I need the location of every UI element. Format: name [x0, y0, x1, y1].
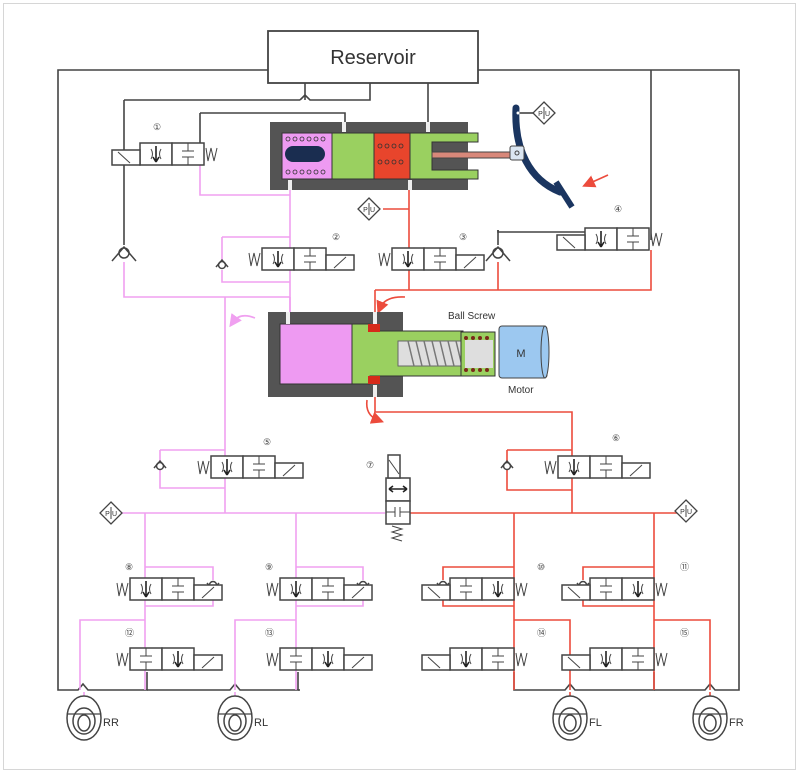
valve-number: ⑩ [537, 562, 545, 572]
solenoid-valves: ① ② ③ ④ ⑤ ⑥ ⑦ ⑧ ⑨ ⑩ ⑪ ⑫ ⑬ ⑭ ⑮ [111, 122, 689, 671]
motor-symbol: M [516, 348, 525, 360]
valve-1: ① [111, 122, 218, 166]
valve-3: ③ [378, 232, 485, 271]
wheel-label: RR [103, 717, 119, 729]
reservoir-label: Reservoir [330, 47, 416, 69]
check-valve-2 [215, 258, 229, 270]
svg-text:U: U [370, 207, 375, 214]
wheel-cylinders: RR RL FL FR [66, 692, 744, 741]
check-valve-right-return [485, 245, 511, 262]
valve-6: ⑥ [544, 433, 651, 479]
pressure-sensor-master: P U [357, 197, 381, 221]
valve-15: ⑮ [561, 628, 689, 671]
svg-text:U: U [687, 509, 692, 516]
ball-screw-label: Ball Screw [448, 311, 496, 322]
wheel-rl: RL [217, 692, 268, 741]
valve-number: ③ [459, 232, 467, 242]
valve-number: ⑫ [125, 628, 134, 638]
wheel-fl: FL [552, 692, 602, 741]
check-valve-left-return [111, 245, 137, 262]
valve-number: ④ [614, 204, 622, 214]
check-valve-5 [153, 459, 167, 471]
master-cylinder [270, 122, 513, 190]
motor-label: Motor [508, 385, 534, 396]
valve-number: ⑬ [265, 628, 274, 638]
circuit-pink [79, 165, 385, 690]
svg-text:P: P [363, 207, 368, 214]
valve-2: ② [248, 232, 355, 271]
valve-number: ② [332, 232, 340, 242]
wheel-label: FL [589, 717, 602, 729]
valve-10: ⑩ [421, 562, 545, 601]
pressure-supply-unit: M Ball Screw Motor [268, 311, 550, 397]
valve-14: ⑭ [421, 628, 546, 671]
brake-pedal [509, 104, 575, 209]
return-lines [57, 69, 740, 691]
svg-text:P: P [680, 509, 685, 516]
valve-9: ⑨ [265, 562, 373, 601]
svg-text:U: U [545, 111, 550, 118]
wheel-label: FR [729, 717, 744, 729]
diagram-frame [3, 3, 796, 770]
svg-text:U: U [112, 511, 117, 518]
valve-5: ⑤ [197, 437, 304, 479]
svg-text:P: P [105, 511, 110, 518]
valve-number: ⑭ [537, 628, 546, 638]
valve-number: ⑪ [680, 562, 689, 572]
valve-7: ⑦ [366, 454, 411, 542]
svg-text:P: P [538, 111, 543, 118]
pressure-sensor-right: P U [674, 499, 698, 523]
wheel-label: RL [254, 717, 268, 729]
valve-number: ⑥ [612, 433, 620, 443]
reservoir: Reservoir [267, 30, 479, 84]
valve-number: ⑨ [265, 562, 273, 572]
pressure-sensor-left: P U [99, 501, 123, 525]
check-valve-6 [500, 459, 514, 471]
valve-number: ⑧ [125, 562, 133, 572]
valve-8: ⑧ [116, 562, 223, 601]
valve-11: ⑪ [561, 562, 689, 601]
valve-4: ④ [556, 204, 663, 251]
valve-number: ⑤ [263, 437, 271, 447]
valve-number: ⑦ [366, 460, 374, 470]
pressure-sensor-pedal: P U [532, 101, 556, 125]
valve-number: ⑮ [680, 628, 689, 638]
check-valves [111, 245, 590, 592]
wheel-fr: FR [692, 692, 744, 741]
valve-13: ⑬ [265, 628, 373, 671]
valve-number: ① [153, 122, 161, 132]
valve-12: ⑫ [116, 628, 223, 671]
wheel-rr: RR [66, 692, 119, 741]
